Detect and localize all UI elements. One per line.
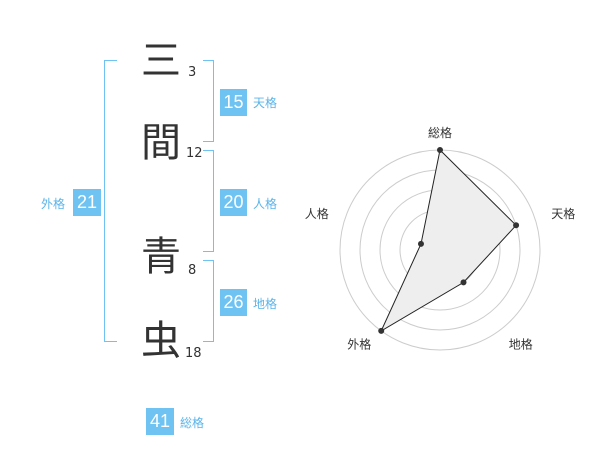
name-char-2: 間 [141, 120, 181, 166]
jinkaku-label: 人格 [253, 197, 278, 211]
radar-point [437, 147, 443, 153]
radar-point [417, 240, 424, 247]
radar-point [460, 279, 467, 286]
chikaku-value: 26 [220, 289, 247, 316]
radar-axis-label: 外格 [347, 337, 371, 352]
jinkaku-value: 20 [220, 189, 247, 216]
stroke-count-3: 8 [188, 263, 197, 278]
name-char-3: 青 [141, 234, 181, 280]
soukaku-value: 41 [146, 408, 174, 435]
radar-axis-label: 人格 [305, 206, 329, 221]
stroke-count-4: 18 [185, 346, 202, 361]
name-char-4: 虫 [141, 318, 181, 364]
name-char-1: 三 [141, 38, 181, 84]
radar-point [378, 327, 385, 334]
radar-axis-label: 天格 [551, 206, 575, 221]
gaikaku-bracket [104, 60, 117, 342]
chikaku-bracket [203, 260, 214, 342]
soukaku-label: 総格 [180, 416, 205, 430]
stroke-count-1: 3 [188, 65, 197, 80]
radar-axis-label: 地格 [509, 337, 533, 352]
radar-axis-label: 総格 [428, 125, 452, 140]
radar-point [513, 222, 520, 229]
stroke-count-2: 12 [186, 146, 203, 161]
tenkaku-label: 天格 [253, 96, 278, 110]
tenkaku-value: 15 [220, 89, 247, 116]
gaikaku-label: 外格 [41, 197, 66, 211]
chikaku-label: 地格 [253, 297, 278, 311]
radar-area [380, 148, 517, 333]
tenkaku-bracket [203, 60, 214, 142]
jinkaku-bracket [203, 150, 214, 252]
gaikaku-value: 21 [73, 189, 101, 216]
